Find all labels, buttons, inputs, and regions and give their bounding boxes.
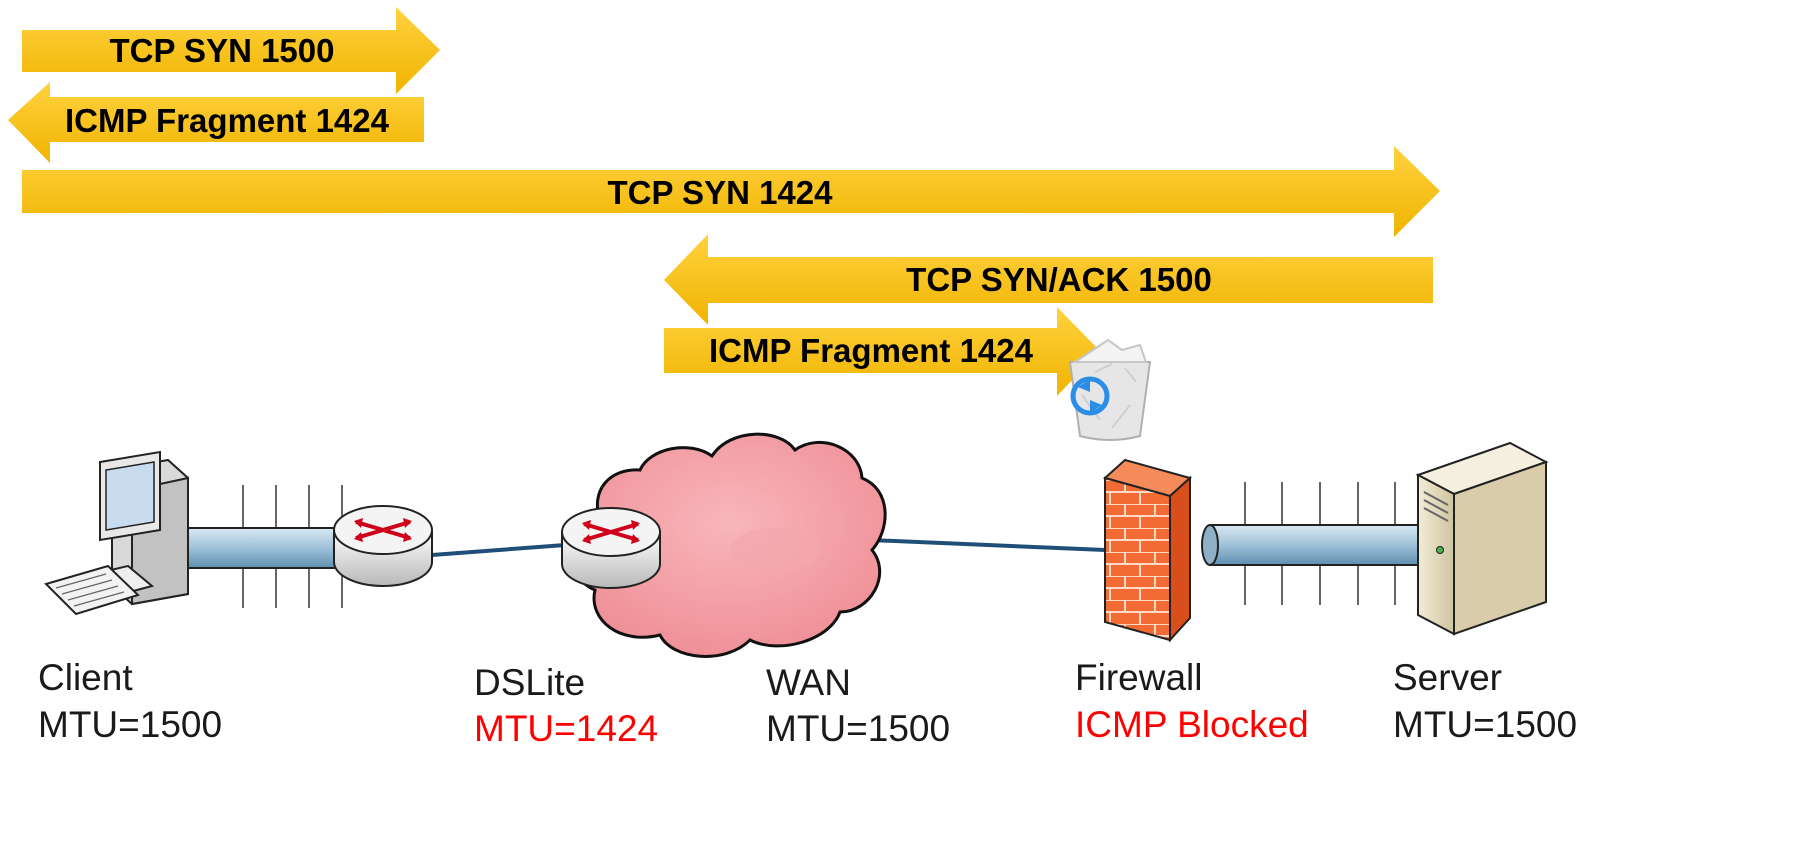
link-wan-firewall (869, 538, 1106, 552)
wan-mtu: MTU=1500 (766, 708, 951, 749)
arrow-label: ICMP Fragment 1424 (709, 332, 1034, 369)
arrow-label: TCP SYN 1500 (109, 32, 334, 69)
dslite-mtu: MTU=1424 (474, 708, 659, 749)
server-icon (1415, 441, 1549, 636)
server-link-pipe (1201, 482, 1437, 605)
arrow-tcp-syn-ack-1500: TCP SYN/ACK 1500 (664, 234, 1433, 325)
router-icon (333, 505, 433, 587)
firewall-label: Firewall (1075, 657, 1203, 698)
firewall-icon (1102, 458, 1193, 643)
arrow-tcp-syn-1500: TCP SYN 1500 (22, 7, 440, 94)
firewall-status: ICMP Blocked (1075, 704, 1309, 745)
client-label: Client (38, 657, 133, 698)
arrow-tcp-syn-1424: TCP SYN 1424 (22, 146, 1440, 237)
router-icon (561, 507, 661, 589)
computer-icon (44, 450, 189, 616)
arrow-label: TCP SYN/ACK 1500 (906, 261, 1212, 298)
arrow-label: TCP SYN 1424 (607, 174, 833, 211)
recycle-bin-icon (1068, 338, 1152, 441)
client-link-pipe (171, 485, 361, 608)
cloud-icon (571, 432, 887, 658)
server-label: Server (1393, 657, 1502, 698)
dslite-label: DSLite (474, 662, 586, 703)
link-dslite-wan (431, 543, 566, 557)
arrow-icmp-fragment-1424-left: ICMP Fragment 1424 (8, 82, 424, 163)
client-mtu: MTU=1500 (38, 704, 223, 745)
arrow-icmp-fragment-1424-right: ICMP Fragment 1424 (664, 307, 1100, 396)
wan-label: WAN (766, 662, 851, 703)
arrow-label: ICMP Fragment 1424 (65, 102, 390, 139)
server-mtu: MTU=1500 (1393, 704, 1578, 745)
